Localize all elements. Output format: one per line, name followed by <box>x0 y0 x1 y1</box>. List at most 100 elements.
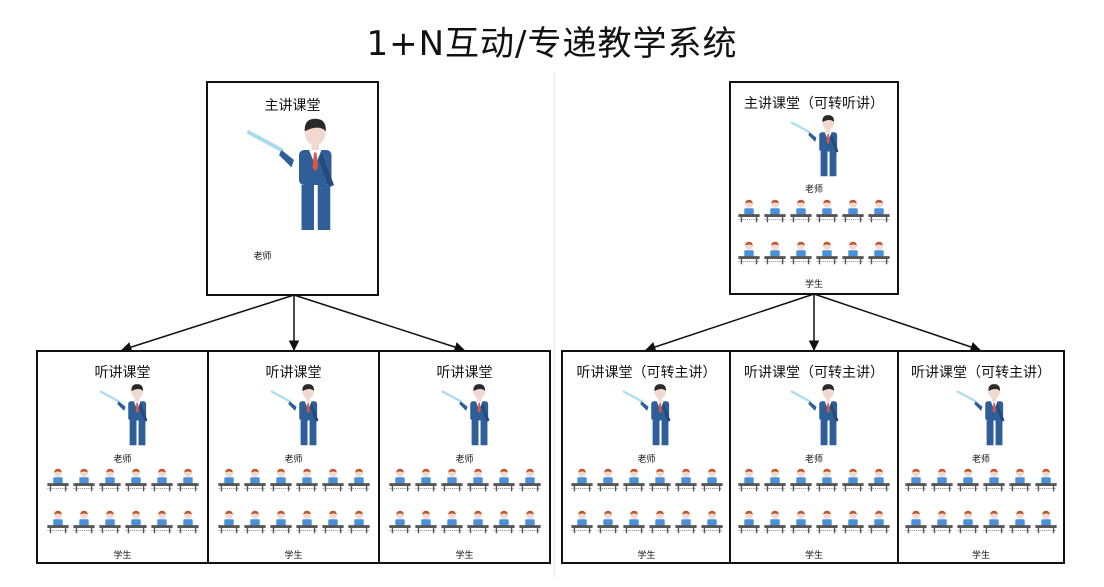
student-desk-icon <box>983 510 1005 534</box>
student-desk-icon <box>738 468 760 492</box>
student-desk-icon <box>218 468 240 492</box>
left-listen-classroom-3-teacher-label: 老师 <box>455 455 474 465</box>
right-main-classroom: 主讲课堂（可转听讲） 老师 学生 <box>729 81 899 295</box>
student-desk-icon <box>597 468 619 492</box>
teacher-figure <box>956 384 1005 446</box>
student-desk-icon <box>816 468 838 492</box>
student-desk-icon <box>441 468 463 492</box>
right-listen-classroom-1: 听讲课堂（可转主讲） 老师 学生 <box>561 350 732 564</box>
student-desk-icon <box>270 510 292 534</box>
student-desk-icon <box>244 468 266 492</box>
student-desk-icon <box>764 510 786 534</box>
right-listen-classroom-3-title: 听讲课堂（可转主讲） <box>911 365 1051 381</box>
left-listen-classroom-3: 听讲课堂 老师 学生 <box>378 350 551 564</box>
arrow-left-3 <box>293 294 465 353</box>
student-desk-icon <box>868 199 890 223</box>
right-listen-classroom-2: 听讲课堂（可转主讲） 老师 学生 <box>729 350 899 564</box>
student-desk-icon <box>649 468 671 492</box>
student-desk-icon <box>842 510 864 534</box>
student-desk-icon <box>151 468 173 492</box>
right-listen-classroom-2-teacher-label: 老师 <box>804 455 823 465</box>
student-desk-icon <box>1009 510 1031 534</box>
student-desk-icon <box>493 510 515 534</box>
student-desk-icon <box>764 241 786 265</box>
student-desk-icon <box>177 510 199 534</box>
arrow-right-1 <box>645 293 815 352</box>
left-listen-classroom-3-title: 听讲课堂 <box>436 365 493 381</box>
student-desk-icon <box>1035 468 1057 492</box>
right-listen-classroom-3-teacher-label: 老师 <box>971 455 990 465</box>
left-listen-classroom-2-teacher-label: 老师 <box>284 455 303 465</box>
left-listen-classroom-2-title: 听讲课堂 <box>265 365 322 381</box>
left-listen-classroom-1-teacher-label: 老师 <box>113 455 132 465</box>
right-listen-classroom-1-student-label: 学生 <box>637 551 656 561</box>
student-desk-icon <box>296 468 318 492</box>
student-desk-icon <box>738 241 760 265</box>
student-desk-icon <box>931 468 953 492</box>
student-desk-icon <box>983 468 1005 492</box>
student-desk-icon <box>623 468 645 492</box>
student-desk-icon <box>493 468 515 492</box>
student-desk-icon <box>842 468 864 492</box>
student-desk-icon <box>125 468 147 492</box>
teacher-figure <box>99 384 148 446</box>
right-listen-classroom-3-student-label: 学生 <box>971 551 990 561</box>
student-desk-icon <box>764 468 786 492</box>
student-desk-icon <box>842 199 864 223</box>
student-desk-icon <box>519 510 541 534</box>
student-desk-icon <box>905 510 927 534</box>
student-desk-icon <box>790 468 812 492</box>
teacher-figure <box>790 384 839 446</box>
student-desk-icon <box>868 510 890 534</box>
student-desk-icon <box>389 510 411 534</box>
left-listen-classroom-2: 听讲课堂 老师 学生 <box>207 350 380 564</box>
student-desk-icon <box>348 468 370 492</box>
student-desk-icon <box>244 510 266 534</box>
student-desk-icon <box>322 468 344 492</box>
student-desk-icon <box>1035 510 1057 534</box>
student-desk-icon <box>816 241 838 265</box>
student-desk-icon <box>816 199 838 223</box>
right-listen-classroom-1-title: 听讲课堂（可转主讲） <box>576 365 717 381</box>
right-main-teacher-label: 老师 <box>804 185 823 195</box>
student-desk-icon <box>816 510 838 534</box>
right-listen-classroom-2-student-label: 学生 <box>804 551 823 561</box>
student-desk-icon <box>73 510 95 534</box>
student-desk-icon <box>675 510 697 534</box>
arrow-left-1 <box>120 294 295 353</box>
right-main-student-label: 学生 <box>804 280 823 290</box>
left-listen-classroom-1-title: 听讲课堂 <box>94 365 151 381</box>
student-desk-icon <box>701 510 723 534</box>
student-desk-icon <box>441 510 463 534</box>
student-desk-icon <box>764 199 786 223</box>
student-desk-icon <box>322 510 344 534</box>
student-desk-icon <box>790 199 812 223</box>
student-desk-icon <box>701 468 723 492</box>
student-desk-icon <box>868 468 890 492</box>
left-listen-classroom-2-student-label: 学生 <box>284 551 303 561</box>
student-desk-icon <box>957 468 979 492</box>
student-desk-icon <box>99 468 121 492</box>
student-desk-icon <box>270 468 292 492</box>
student-desk-icon <box>73 468 95 492</box>
arrow-right-3 <box>813 293 981 352</box>
student-desk-icon <box>842 241 864 265</box>
student-desk-icon <box>738 199 760 223</box>
student-desk-icon <box>47 468 69 492</box>
teacher-figure <box>790 115 839 177</box>
student-desk-icon <box>389 468 411 492</box>
student-desk-icon <box>415 510 437 534</box>
left-main-classroom-title: 主讲课堂 <box>264 98 321 114</box>
student-desk-icon <box>790 510 812 534</box>
student-desk-icon <box>649 510 671 534</box>
left-main-teacher-label: 老师 <box>253 252 272 262</box>
student-desk-icon <box>623 510 645 534</box>
student-desk-icon <box>790 241 812 265</box>
student-desk-icon <box>99 510 121 534</box>
center-divider <box>554 72 555 577</box>
student-desk-icon <box>675 468 697 492</box>
student-desk-icon <box>125 510 147 534</box>
student-desk-icon <box>957 510 979 534</box>
student-desk-icon <box>177 468 199 492</box>
student-desk-icon <box>571 510 593 534</box>
